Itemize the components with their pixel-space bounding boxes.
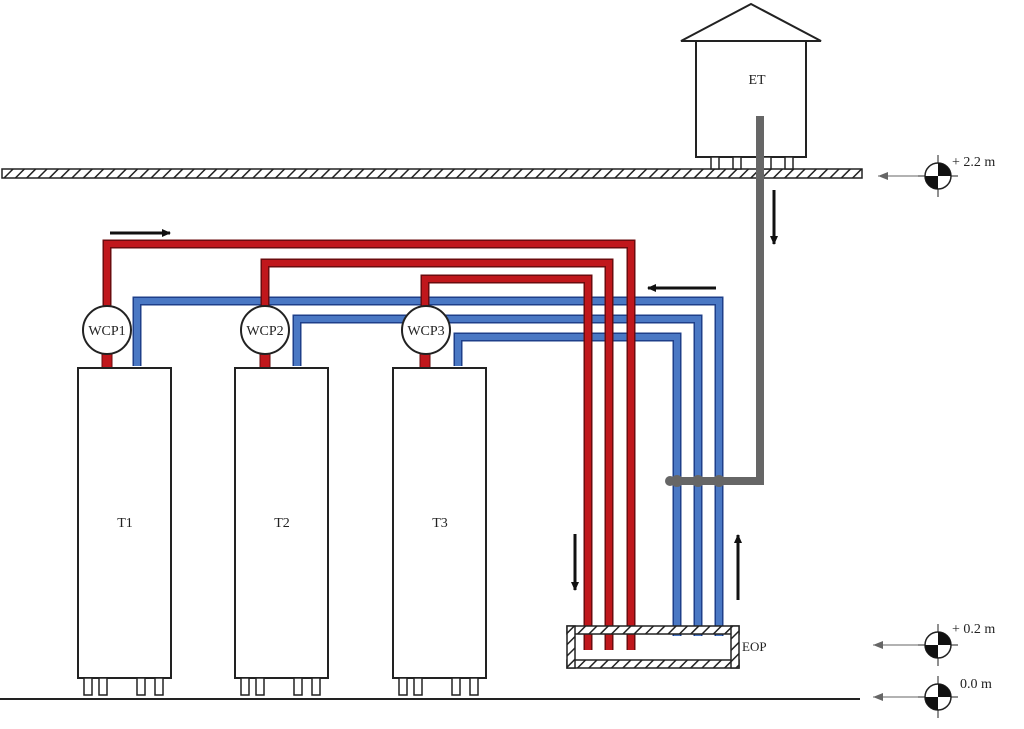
expansion-tank-label: ET (748, 73, 766, 88)
pump-label: WCP1 (88, 324, 125, 339)
pump-wcp3: WCP3 (401, 305, 451, 355)
ground-surface (1, 168, 863, 179)
tank-t3: T3 (392, 367, 487, 696)
supply-pipes (102, 239, 636, 650)
expansion-pit: EOP (566, 625, 767, 669)
pump-label: WCP2 (246, 324, 283, 339)
tank-label: T3 (432, 516, 448, 531)
tank-label: T1 (117, 516, 133, 531)
level-marker-floor: 0.0 m (873, 676, 992, 718)
tank-t2: T2 (234, 367, 329, 696)
pump-wcp1: WCP1 (82, 305, 132, 355)
expansion-pit-label: EOP (742, 639, 767, 654)
pump-label: WCP3 (407, 324, 444, 339)
expansion-tank: ET (680, 2, 822, 170)
tank-t1: T1 (77, 367, 172, 696)
level-label-top: + 2.2 m (952, 155, 995, 170)
tank-label: T2 (274, 516, 290, 531)
expansion-crossings (671, 475, 725, 487)
level-label-pit: + 0.2 m (952, 622, 995, 637)
flow-arrows (110, 190, 778, 600)
level-label-floor: 0.0 m (960, 677, 992, 692)
level-marker-pit: + 0.2 m (873, 622, 995, 666)
pump-wcp2: WCP2 (240, 305, 290, 355)
level-marker-top: + 2.2 m (878, 155, 995, 197)
